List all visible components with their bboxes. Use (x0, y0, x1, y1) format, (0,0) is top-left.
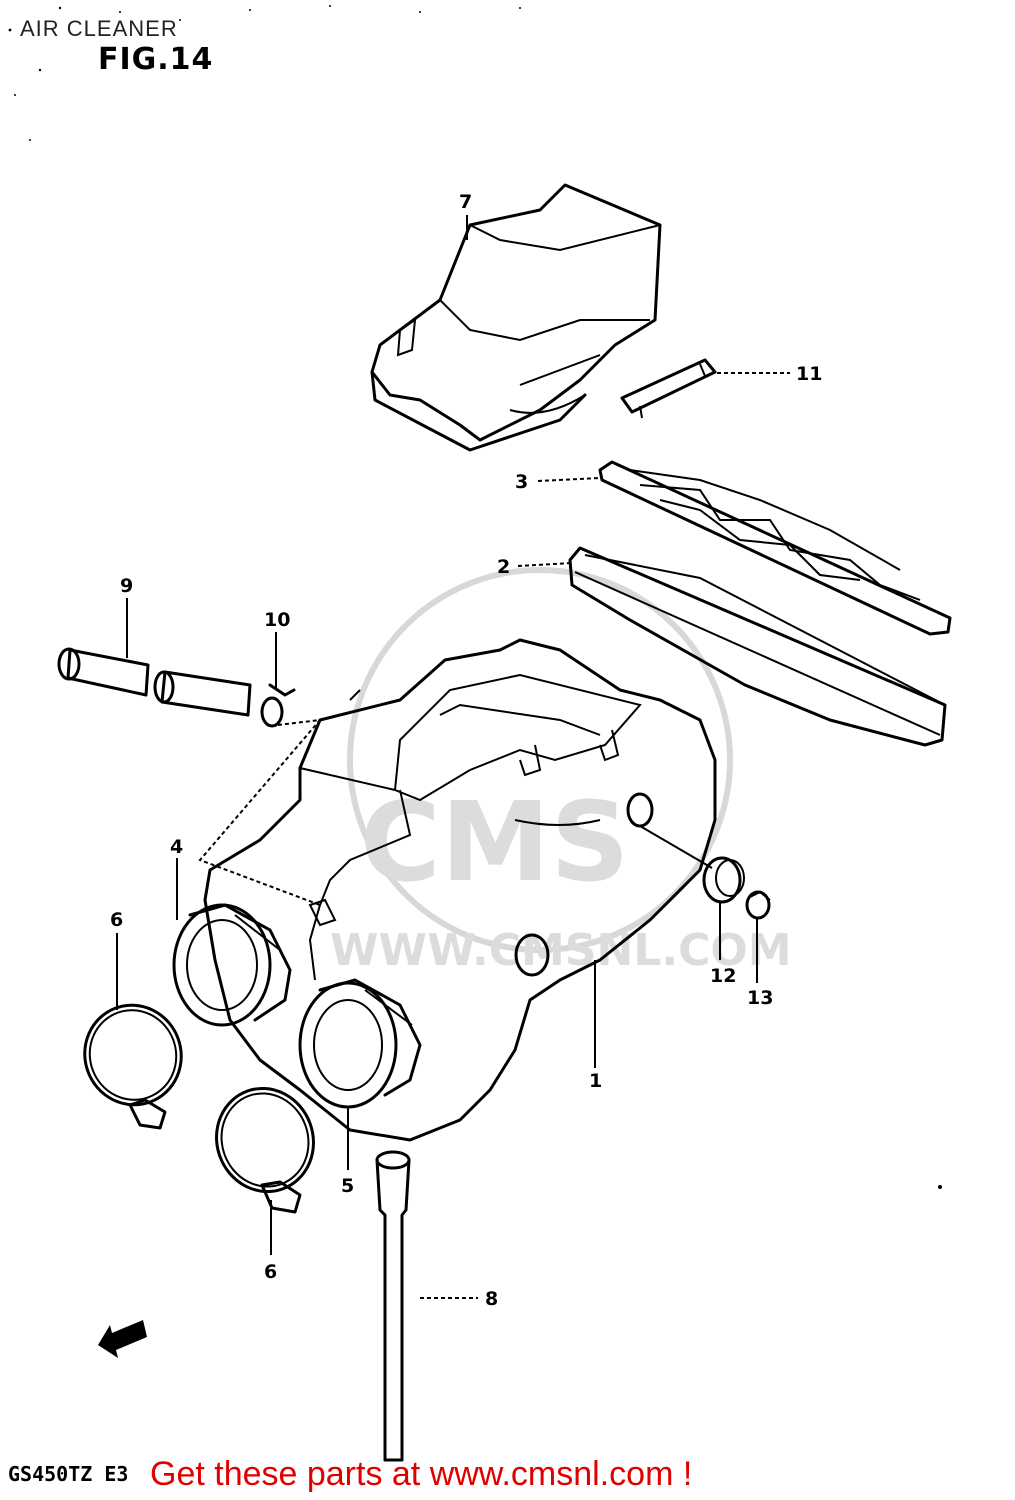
callout-4: 4 (170, 836, 183, 858)
fwd-arrow-icon (98, 1320, 147, 1358)
callout-6-lower: 6 (264, 1261, 277, 1283)
part-10-hose-clip (260, 683, 296, 728)
callout-10: 10 (264, 609, 290, 631)
part-1-case (203, 638, 717, 1142)
scan-noise (8, 5, 942, 1189)
part-7-cover (370, 183, 662, 452)
page-title: AIR CLEANER (20, 16, 178, 41)
part-6-clamp-upper (83, 1003, 183, 1130)
part-13-collar (745, 890, 771, 920)
watermark-url: WWW.CMSNL.COM (330, 925, 792, 976)
part-11-clip (620, 358, 717, 419)
callout-13: 13 (747, 987, 773, 1009)
model-code: GS450TZ E3 (8, 1462, 129, 1486)
leader-lines (116, 215, 790, 1299)
callout-8: 8 (485, 1288, 498, 1310)
part-3-element-mesh (598, 460, 952, 636)
callout-5: 5 (341, 1175, 354, 1197)
callout-7: 7 (459, 191, 472, 213)
part-4-boot (172, 903, 292, 1027)
part-9-hose (57, 647, 252, 717)
parts-link-banner[interactable]: Get these parts at www.cmsnl.com ! (150, 1455, 693, 1493)
part-8-drain-tube (375, 1150, 411, 1462)
part-12-grommet (702, 856, 745, 904)
callout-11: 11 (796, 363, 822, 385)
part-2-filter (568, 546, 947, 747)
callout-3: 3 (515, 471, 528, 493)
callout-9: 9 (120, 575, 133, 597)
watermark: CMS WWW.CMSNL.COM (330, 567, 792, 976)
callout-1: 1 (589, 1070, 602, 1092)
part-5-boot (298, 978, 422, 1109)
callout-2: 2 (497, 556, 510, 578)
figure-number: FIG.14 (98, 42, 214, 77)
callout-6-upper: 6 (110, 909, 123, 931)
watermark-brand: CMS (360, 778, 629, 906)
callout-12: 12 (710, 965, 736, 987)
